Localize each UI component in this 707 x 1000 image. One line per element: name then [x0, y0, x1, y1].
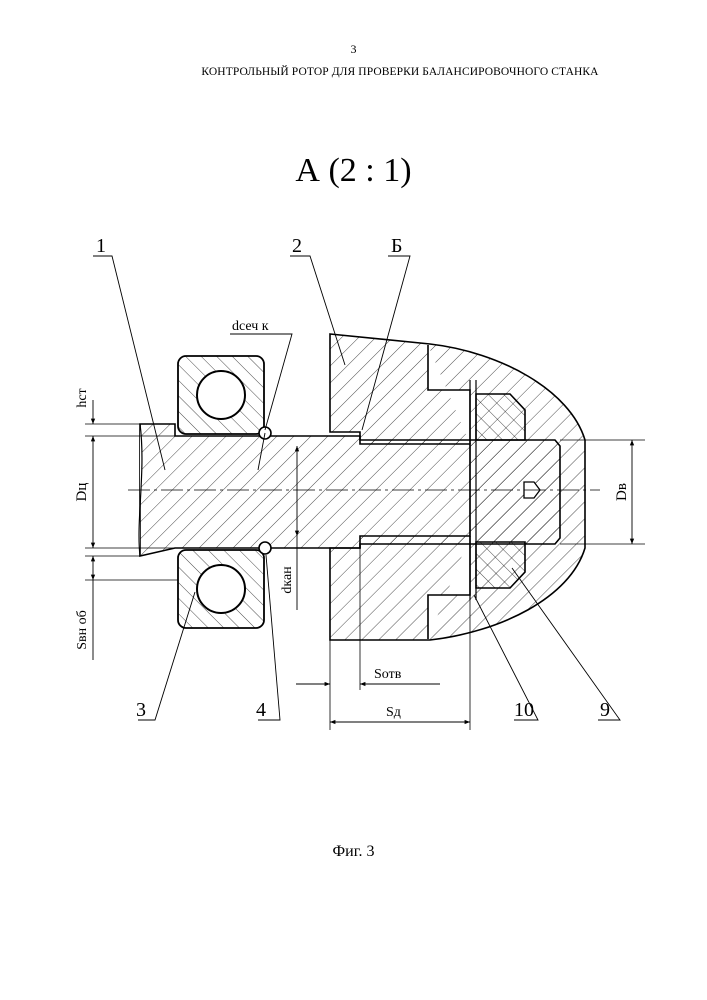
dim-label-s-d: Sд	[386, 705, 401, 720]
dim-label-d-kan: dкан	[280, 566, 295, 594]
label-part-10: 10	[514, 699, 534, 721]
label-part-4: 4	[256, 699, 266, 721]
dim-label-d-ts: Dц	[74, 483, 90, 502]
label-part-b: Б	[391, 235, 402, 257]
bearing-part-3-upper	[178, 356, 264, 434]
dim-label-h-st: hст	[75, 388, 90, 407]
bearing-part-3-lower	[178, 550, 264, 628]
label-part-2: 2	[292, 235, 302, 257]
label-part-3: 3	[136, 699, 146, 721]
dim-label-s-otv: Sотв	[374, 667, 402, 682]
dim-label-d-sech-k: dсеч к	[232, 319, 269, 334]
dim-label-s-vn-ob: Sвн об	[75, 610, 90, 650]
label-part-1: 1	[96, 235, 106, 257]
figure-caption: Фиг. 3	[0, 843, 707, 861]
ball-part-4-lower	[259, 542, 271, 554]
dim-label-d-v: Dв	[614, 483, 630, 501]
label-part-9: 9	[600, 699, 610, 721]
